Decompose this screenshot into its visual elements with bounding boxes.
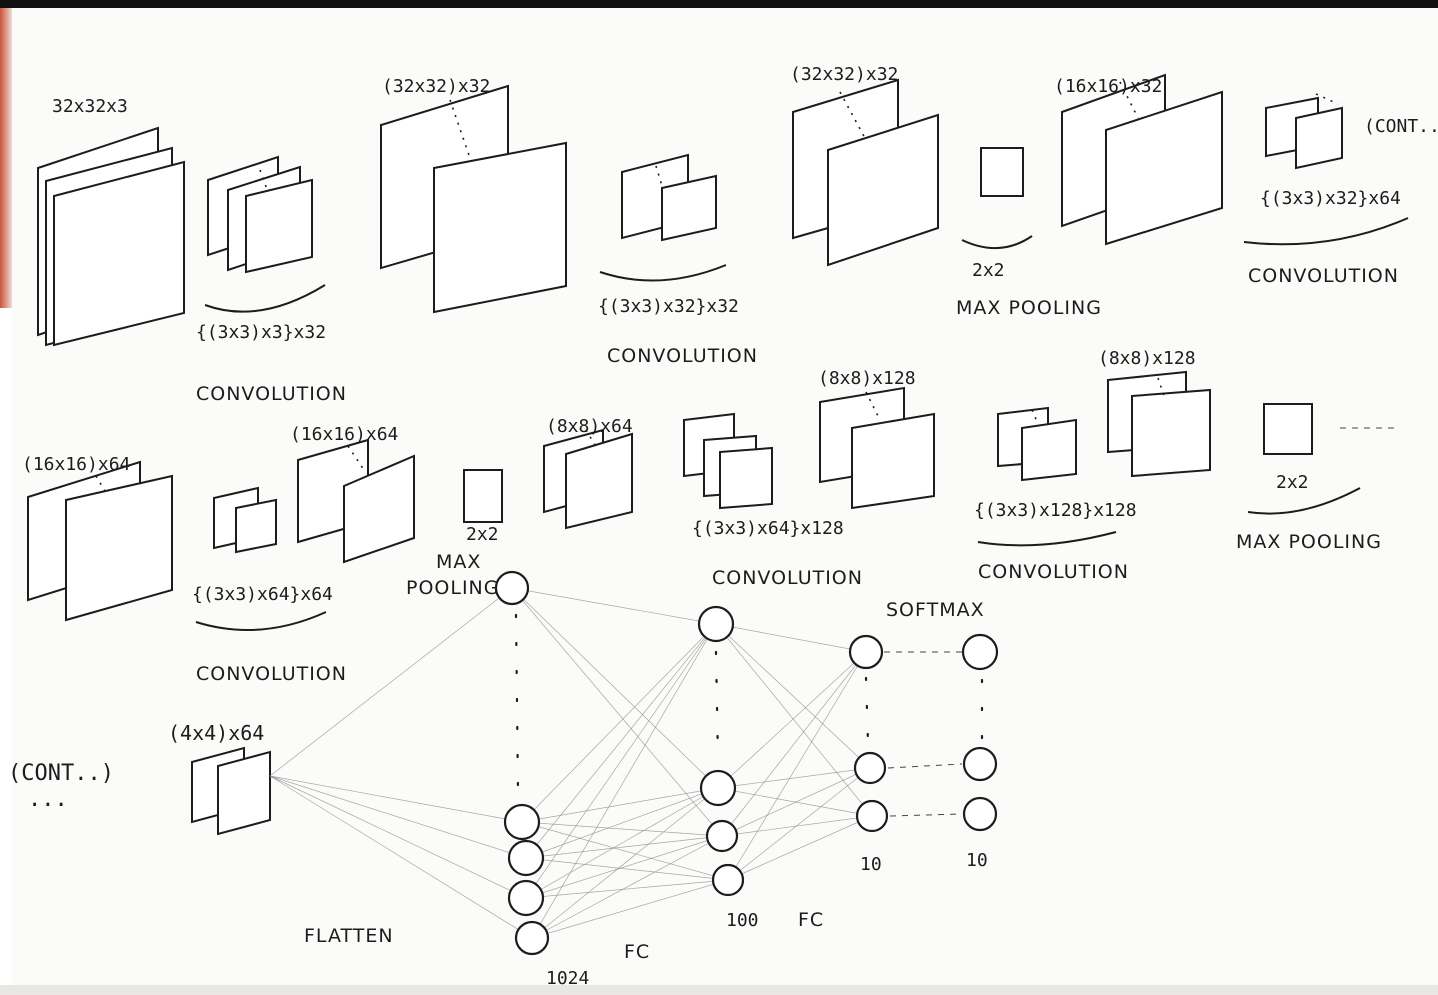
pool1-output xyxy=(1061,73,1223,246)
dense-connections xyxy=(269,587,963,939)
conv5-caption: CONVOLUTION xyxy=(712,567,863,589)
conv3-brace xyxy=(1243,217,1409,246)
row3-cont-label: (CONT..) xyxy=(8,761,114,786)
final-feature-maps xyxy=(191,746,271,836)
conv2-kernel-label: {(3x3)x32}x32 xyxy=(598,296,739,317)
photo-border-bottom xyxy=(0,985,1438,995)
conv6-output xyxy=(1107,370,1211,478)
conv6-kernels xyxy=(997,406,1077,482)
pool2-caption-line2: POOLING xyxy=(406,577,500,599)
conv4-caption: CONVOLUTION xyxy=(196,663,347,685)
pool2-output-label: (8x8)x64 xyxy=(546,416,633,437)
row2-input-volume xyxy=(27,460,173,622)
conv5-output xyxy=(819,386,935,510)
pool1-window xyxy=(980,147,1024,197)
conv2-caption: CONVOLUTION xyxy=(607,345,758,367)
flatten-layer-neurons xyxy=(494,570,550,956)
conv1-caption: CONVOLUTION xyxy=(196,383,347,405)
pool1-caption: MAX POOLING xyxy=(956,297,1102,319)
softmax-caption: SOFTMAX xyxy=(886,599,985,621)
conv1-output xyxy=(380,84,567,314)
flatten-layer-count: 1024 xyxy=(546,968,589,989)
conv2-output xyxy=(792,78,939,267)
pool1-output-label: (16x16)x32 xyxy=(1054,76,1162,97)
pool1-brace xyxy=(961,235,1033,250)
output-layer-count: 10 xyxy=(966,850,988,871)
logit-layer-count: 10 xyxy=(860,854,882,875)
flatten-caption: FLATTEN xyxy=(304,925,394,947)
conv3-kernel-label: {(3x3)x32}x64 xyxy=(1260,188,1401,209)
conv1-brace xyxy=(204,284,326,313)
conv4-kernels xyxy=(213,486,277,554)
photo-border-top xyxy=(0,0,1438,8)
pool2-caption-line1: MAX xyxy=(436,551,481,573)
conv5-kernel-label: {(3x3)x64}x128 xyxy=(692,518,844,539)
hidden-layer-count: 100 xyxy=(726,910,759,931)
photo-border-left xyxy=(0,8,14,308)
conv3-kernels xyxy=(1265,93,1343,170)
pool2-output xyxy=(543,428,633,530)
conv5-kernels xyxy=(683,412,773,510)
pool3-size-label: 2x2 xyxy=(1276,472,1309,493)
conv6-brace xyxy=(977,531,1117,547)
pool2-window xyxy=(463,469,503,523)
conv1-kernels xyxy=(207,155,313,274)
conv4-brace xyxy=(195,611,327,631)
conv3-caption: CONVOLUTION xyxy=(1248,265,1399,287)
conv6-kernel-label: {(3x3)x128}x128 xyxy=(974,500,1137,521)
conv1-output-label: (32x32)x32 xyxy=(382,76,490,97)
row3-cont-dots: ... xyxy=(28,787,68,812)
input-volume xyxy=(37,126,185,347)
row2-input-label: (16x16)x64 xyxy=(22,454,130,475)
input-size-label: 32x32x3 xyxy=(52,96,128,117)
fc2-caption: FC xyxy=(798,909,824,931)
conv2-kernels xyxy=(621,153,717,242)
hidden-layer-neurons xyxy=(697,605,745,897)
conv3-cont-label: (CONT..) xyxy=(1364,116,1438,137)
conv4-output-label: (16x16)x64 xyxy=(290,424,398,445)
conv4-kernel-label: {(3x3)x64}x64 xyxy=(192,584,333,605)
softmax-output-neurons xyxy=(961,633,999,832)
conv2-brace xyxy=(599,264,727,282)
conv6-output-label: (8x8)x128 xyxy=(1098,348,1196,369)
logit-layer-neurons xyxy=(848,634,889,833)
pool1-size-label: 2x2 xyxy=(972,260,1005,281)
fc1-caption: FC xyxy=(624,941,650,963)
final-feature-label: (4x4)x64 xyxy=(168,721,264,745)
conv1-kernel-label: {(3x3)x3}x32 xyxy=(196,322,326,343)
pool3-window xyxy=(1263,403,1313,455)
pool3-brace xyxy=(1247,487,1361,515)
pool3-caption: MAX POOLING xyxy=(1236,531,1382,553)
conv4-output xyxy=(297,438,415,564)
conv6-caption: CONVOLUTION xyxy=(978,561,1129,583)
conv2-output-label: (32x32)x32 xyxy=(790,64,898,85)
pool2-size-label: 2x2 xyxy=(466,524,499,545)
conv5-output-label: (8x8)x128 xyxy=(818,368,916,389)
